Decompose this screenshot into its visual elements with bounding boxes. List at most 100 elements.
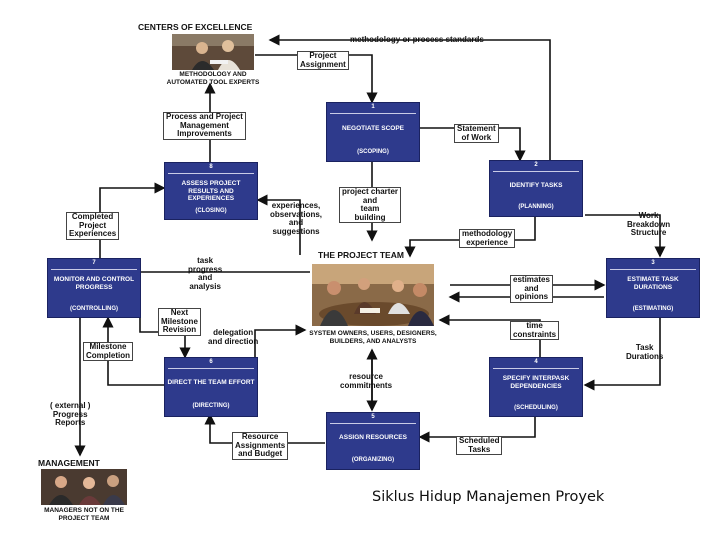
label-wbs: Work Breakdown Structure xyxy=(627,211,671,238)
phase-5-title: Assign Resources xyxy=(339,434,407,441)
label-scheduled-tasks: Scheduled Tasks xyxy=(456,436,503,455)
label-estimates: estimates and opinions xyxy=(510,275,553,303)
res-assign-line3: and Budget xyxy=(238,449,283,458)
charter-line2: and xyxy=(362,195,378,205)
phase-8-title: Assess Project Results and Experiences xyxy=(181,180,241,202)
phase-3-title: Estimate Task Durations xyxy=(627,276,679,291)
task-dur-line1: Task xyxy=(635,343,654,352)
wbs-line2: Breakdown xyxy=(627,219,671,229)
scheduled-line1: Scheduled xyxy=(459,436,500,445)
completed-line1: Completed xyxy=(71,212,114,221)
phase-5-assign-resources[interactable]: 5 Assign Resources (organizing) xyxy=(326,412,420,470)
progress-line1: ( external ) xyxy=(50,401,91,410)
phase-7-monitor-control[interactable]: 7 Monitor and Control Progress (controll… xyxy=(47,258,141,318)
next-ms-line2: Milestone xyxy=(161,316,198,326)
experiences-line4: suggestions xyxy=(272,226,320,236)
experiences-line2: observations, xyxy=(270,209,323,219)
phase-6-title: Direct the Team Effort xyxy=(167,379,255,386)
centers-heading: CENTERS OF EXCELLENCE xyxy=(138,22,253,32)
label-methodology-standards: methodology or process standards xyxy=(350,35,484,44)
team-caption-line1: System Owners, Users, Designers, xyxy=(309,330,437,337)
statement-line1: Statement xyxy=(457,124,496,133)
label-methodology-experience: methodology experience xyxy=(459,229,516,248)
task-prog-line2: progress xyxy=(188,264,223,274)
project-assignment-line1: Project xyxy=(309,51,337,60)
label-task-durations: Task Durations xyxy=(626,343,664,361)
phase-3-number: 3 xyxy=(651,260,655,266)
label-project-assignment: Project Assignment xyxy=(297,51,349,70)
team-photo-image xyxy=(312,264,434,326)
label-statement-of-work: Statement of Work xyxy=(454,124,499,143)
progress-line3: Reports xyxy=(55,418,86,427)
next-ms-line3: Revision xyxy=(162,325,197,334)
delegation-line1: delegation xyxy=(213,328,254,337)
phase-1-number: 1 xyxy=(371,104,375,110)
scheduled-line2: Tasks xyxy=(468,444,491,454)
resource-c-line2: commitments xyxy=(340,380,393,390)
phase-6-sub: (directing) xyxy=(192,403,230,409)
label-delegation: delegation and direction xyxy=(208,328,258,346)
phase-7-number: 7 xyxy=(92,260,96,266)
management-caption: Managers not on the Project Team xyxy=(28,507,140,522)
phase-7-title: Monitor and Control Progress xyxy=(53,276,135,291)
team-caption-line2: Builders, and Analysts xyxy=(329,337,417,345)
phase-1-sub: (scoping) xyxy=(357,149,389,155)
centers-caption-line2: Automated Tool Experts xyxy=(166,78,260,86)
process-improve-line1: Process and Project xyxy=(166,112,243,121)
phase-6-number: 6 xyxy=(209,359,213,365)
management-photo-image xyxy=(41,469,127,505)
progress-line2: Progress xyxy=(52,409,88,419)
management-heading: MANAGEMENT xyxy=(38,458,100,468)
team-caption: System Owners, Users, Designers, Builder… xyxy=(280,330,466,345)
next-ms-line1: Next xyxy=(170,308,189,317)
phase-8-assess-results[interactable]: 8 Assess Project Results and Experiences… xyxy=(164,162,258,220)
estimates-line1: estimates xyxy=(513,275,550,284)
wbs-line1: Work xyxy=(638,211,659,220)
task-dur-line2: Durations xyxy=(626,351,664,361)
phase-5-number: 5 xyxy=(371,414,375,420)
phase-4-number: 4 xyxy=(534,359,538,365)
wbs-line3: Structure xyxy=(630,228,667,237)
phase-1-title: Negotiate Scope xyxy=(342,125,404,132)
phase-8-sub: (closing) xyxy=(195,208,227,214)
phase-6-direct-team[interactable]: 6 Direct the Team Effort (directing) xyxy=(164,357,258,417)
res-assign-line1: Resource xyxy=(241,432,279,441)
centers-photo xyxy=(172,34,254,70)
label-project-charter: project charter and team building xyxy=(339,187,402,223)
centers-caption: Methodology and Automated Tool Experts xyxy=(160,71,266,86)
phase-1-negotiate-scope[interactable]: 1 Negotiate Scope (scoping) xyxy=(326,102,420,162)
task-prog-line3: and xyxy=(198,273,213,282)
management-caption-line1: Managers not on the xyxy=(44,507,124,514)
label-task-progress: task progress and analysis xyxy=(188,256,223,291)
phase-3-estimate-durations[interactable]: 3 Estimate Task Durations (estimating) xyxy=(606,258,700,318)
label-resource-commitments: resource commitments xyxy=(340,372,393,390)
estimates-line3: opinions xyxy=(514,292,549,301)
statement-line2: of Work xyxy=(461,132,492,142)
meth-exp-line2: experience xyxy=(466,237,509,247)
label-next-milestone: Next Milestone Revision xyxy=(158,308,201,336)
completed-line3: Experiences xyxy=(69,229,117,238)
management-photo xyxy=(41,469,127,505)
phase-5-sub: (organizing) xyxy=(351,457,395,463)
label-completed-experiences: Completed Project Experiences xyxy=(66,212,120,240)
team-photo xyxy=(312,264,434,326)
phase-4-title: Specify Interpask Dependencies xyxy=(502,375,570,390)
project-assignment-line2: Assignment xyxy=(300,59,346,69)
phase-7-sub: (controlling) xyxy=(70,306,118,312)
phase-8-number: 8 xyxy=(209,164,213,170)
milestone-line2: Completion xyxy=(86,350,130,360)
charter-line1: project charter xyxy=(342,187,399,196)
phase-2-title: Identify Tasks xyxy=(509,182,563,189)
res-assign-line2: Assignments xyxy=(235,440,286,450)
estimates-line2: and xyxy=(524,283,539,293)
phase-4-specify-dependencies[interactable]: 4 Specify Interpask Dependencies (schedu… xyxy=(489,357,583,417)
phase-4-sub: (scheduling) xyxy=(514,405,558,411)
label-experiences: experiences, observations, and suggestio… xyxy=(270,201,323,236)
task-prog-line4: analysis xyxy=(189,281,221,291)
meth-exp-line1: methodology xyxy=(462,229,513,238)
experiences-line3: and xyxy=(288,218,304,227)
label-resource-assignments: Resource Assignments and Budget xyxy=(232,432,289,460)
process-improve-line2: Management xyxy=(180,120,229,130)
phase-2-identify-tasks[interactable]: 2 Identify Tasks (planning) xyxy=(489,160,583,217)
